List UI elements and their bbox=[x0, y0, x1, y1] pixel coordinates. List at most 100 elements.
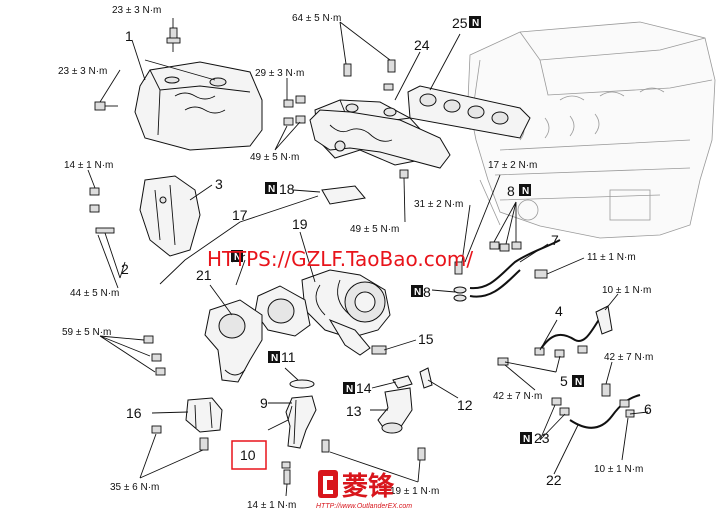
part-number-7: 7 bbox=[551, 232, 559, 248]
oil-feed-pipe bbox=[453, 239, 561, 302]
part-number-22: 22 bbox=[546, 472, 562, 488]
svg-text:N: N bbox=[575, 377, 582, 388]
turbo-gasket bbox=[254, 285, 311, 337]
logo-text: 菱锋 bbox=[342, 472, 395, 502]
torque-10-upper: 10 ± 1 N·m bbox=[602, 285, 651, 296]
new-marker-11: N bbox=[268, 351, 280, 364]
svg-text:N: N bbox=[472, 18, 479, 29]
part-number-13: 13 bbox=[346, 403, 362, 419]
torque-14-upper: 14 ± 1 N·m bbox=[64, 160, 113, 171]
turbo-outlet-pipe bbox=[204, 299, 263, 383]
bolt-19nm bbox=[417, 447, 426, 461]
bolts-bracket bbox=[151, 425, 209, 451]
part-number-3: 3 bbox=[215, 176, 223, 192]
part-number-2: 2 bbox=[121, 261, 129, 277]
new-marker-20: N bbox=[231, 250, 243, 263]
torque-64: 64 ± 5 N·m bbox=[292, 13, 341, 24]
part-number-9: 9 bbox=[260, 395, 268, 411]
new-marker-5: N bbox=[572, 375, 584, 388]
exhaust-manifold bbox=[309, 109, 451, 169]
torque-19: 19 ± 1 N·m bbox=[390, 486, 439, 497]
new-marker-8-lower: N bbox=[411, 285, 423, 298]
svg-text:N: N bbox=[523, 434, 530, 445]
torque-44: 44 ± 5 N·m bbox=[70, 288, 119, 299]
part-number-4: 4 bbox=[555, 303, 563, 319]
water-pipe-4 bbox=[534, 305, 613, 358]
new-marker-23: N bbox=[520, 432, 532, 445]
turbocharger bbox=[277, 269, 391, 356]
part-number-14: 14 bbox=[356, 380, 372, 396]
water-pipe-12 bbox=[419, 367, 433, 389]
support-bracket bbox=[185, 397, 223, 433]
heat-protector-upper bbox=[134, 61, 263, 151]
torque-14-lower: 14 ± 1 N·m bbox=[247, 500, 296, 511]
heat-protector-lower bbox=[139, 175, 201, 257]
part-number-6: 6 bbox=[644, 401, 652, 417]
bolts-42nm bbox=[497, 357, 509, 366]
union-15 bbox=[371, 345, 387, 355]
torque-labels: 23 ± 3 N·m 23 ± 3 N·m 64 ± 5 N·m 29 ± 3 … bbox=[58, 5, 653, 511]
part-number-24: 24 bbox=[414, 37, 430, 53]
torque-10-lower: 10 ± 1 N·m bbox=[594, 464, 643, 475]
torque-29: 29 ± 3 N·m bbox=[255, 68, 304, 79]
manifold-studs bbox=[283, 59, 409, 179]
gasket-11 bbox=[289, 379, 315, 389]
part-10-highlight: 10 bbox=[231, 440, 267, 470]
water-pipe-6 bbox=[551, 383, 641, 429]
part-number-8-lower: 8 bbox=[423, 284, 431, 300]
part-number-23: 23 bbox=[534, 430, 550, 446]
torque-49-upper: 49 ± 5 N·m bbox=[250, 152, 299, 163]
bolt-heat-protector-side bbox=[94, 101, 118, 111]
torque-42-right: 42 ± 7 N·m bbox=[604, 352, 653, 363]
part-number-18: 18 bbox=[279, 181, 295, 197]
part-number-21: 21 bbox=[196, 267, 212, 283]
bolts-heat-protector-lower bbox=[89, 187, 115, 234]
torque-23-top: 23 ± 3 N·m bbox=[112, 5, 161, 16]
bolt-11nm bbox=[534, 269, 548, 279]
bolt-31nm bbox=[454, 261, 463, 275]
manifold-gasket bbox=[407, 85, 531, 139]
part-numbers: 1 2 3 4 5 6 7 8 8 9 11 12 13 14 15 16 17… bbox=[121, 15, 652, 488]
logo-url: HTTP://www.OutlanderEX.com bbox=[316, 503, 412, 510]
new-marker-25: N bbox=[469, 16, 481, 29]
site-logo: 菱锋 HTTP://www.OutlanderEX.com bbox=[316, 470, 412, 510]
torque-42-left: 42 ± 7 N·m bbox=[493, 391, 542, 402]
svg-text:N: N bbox=[234, 252, 241, 263]
torque-35: 35 ± 6 N·m bbox=[110, 482, 159, 493]
turbo-bracket-18 bbox=[321, 185, 366, 205]
svg-text:N: N bbox=[268, 184, 275, 195]
torque-11: 11 ± 1 N·m bbox=[587, 252, 636, 263]
svg-text:N: N bbox=[522, 186, 529, 197]
torque-49-lower: 49 ± 5 N·m bbox=[350, 224, 399, 235]
part-number-8-upper: 8 bbox=[507, 183, 515, 199]
part-number-11: 11 bbox=[281, 349, 296, 365]
part-number-25: 25 bbox=[452, 15, 468, 31]
new-marker-18: N bbox=[265, 182, 277, 195]
bolt-heat-protector-top bbox=[166, 27, 181, 52]
part-number-1: 1 bbox=[125, 28, 133, 44]
part-number-12: 12 bbox=[457, 397, 473, 413]
part-number-16: 16 bbox=[126, 405, 142, 421]
svg-text:N: N bbox=[271, 353, 278, 364]
water-hose-13 bbox=[377, 387, 413, 434]
watermark-url: HTTPS://GZLF.TaoBao.com/ bbox=[207, 247, 473, 271]
part-number-10: 10 bbox=[240, 447, 256, 463]
gasket-14 bbox=[392, 375, 413, 389]
bolts-outlet bbox=[143, 335, 166, 376]
svg-text:N: N bbox=[346, 384, 353, 395]
new-part-markers: N N N N N N N N N bbox=[231, 16, 584, 445]
eyebolt-parts bbox=[281, 439, 330, 485]
torque-31: 31 ± 2 N·m bbox=[414, 199, 463, 210]
torque-17: 17 ± 2 N·m bbox=[488, 160, 537, 171]
part-number-5: 5 bbox=[560, 373, 568, 389]
svg-text:N: N bbox=[414, 287, 421, 298]
part-number-17: 17 bbox=[232, 207, 248, 223]
torque-59: 59 ± 5 N·m bbox=[62, 327, 111, 338]
new-marker-8-upper: N bbox=[519, 184, 531, 197]
part-number-15: 15 bbox=[418, 331, 434, 347]
torque-23-side: 23 ± 3 N·m bbox=[58, 66, 107, 77]
oil-return-pipe bbox=[285, 395, 317, 449]
new-marker-14: N bbox=[343, 382, 355, 395]
